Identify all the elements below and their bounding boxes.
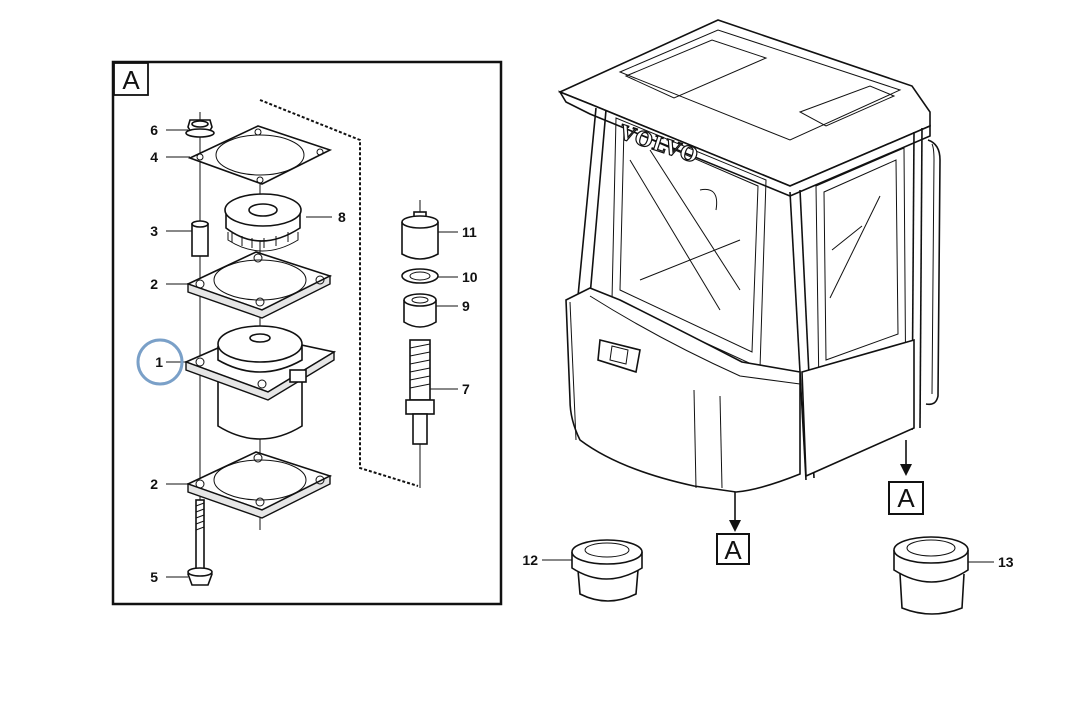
label-13: 13 <box>998 554 1014 570</box>
part-1-mount <box>183 325 337 440</box>
label-8: 8 <box>338 209 346 225</box>
bushing-13: 13 <box>893 536 1014 615</box>
label-12: 12 <box>522 552 538 568</box>
cab-illustration: VOLVO A A <box>557 19 941 565</box>
label-2-lower: 2 <box>150 476 158 492</box>
part-2-upper-plate <box>185 251 333 319</box>
part-10-washer <box>401 268 439 284</box>
label-2-upper: 2 <box>150 276 158 292</box>
detail-a-panel: A <box>111 60 503 606</box>
label-6: 6 <box>150 122 158 138</box>
part-2-lower-plate <box>185 451 333 519</box>
cab-ref-marker-front: A <box>716 492 750 565</box>
part-5-bolt <box>187 499 213 586</box>
detail-ref-letter: A <box>122 65 140 95</box>
part-11-cap <box>401 200 439 260</box>
bushing-12: 12 <box>522 539 643 602</box>
part-7-stud <box>405 339 435 488</box>
cab-ref-a-side: A <box>897 483 915 513</box>
cab-ref-marker-side: A <box>888 440 924 515</box>
label-11: 11 <box>462 224 477 240</box>
label-3: 3 <box>150 223 158 239</box>
part-9-nut <box>403 293 437 328</box>
label-1: 1 <box>155 354 163 370</box>
part-6-nut <box>185 112 215 138</box>
label-7: 7 <box>462 381 470 397</box>
highlight-circle <box>136 338 184 386</box>
label-9: 9 <box>462 298 470 314</box>
label-4: 4 <box>150 149 158 165</box>
label-5: 5 <box>150 569 158 585</box>
part-4-plate <box>187 125 333 185</box>
label-10: 10 <box>462 269 478 285</box>
part-3-spacer <box>191 220 209 257</box>
dashed-assembly-line <box>259 99 419 487</box>
part-8-gear <box>224 193 302 252</box>
cab-ref-a-front: A <box>724 535 742 565</box>
